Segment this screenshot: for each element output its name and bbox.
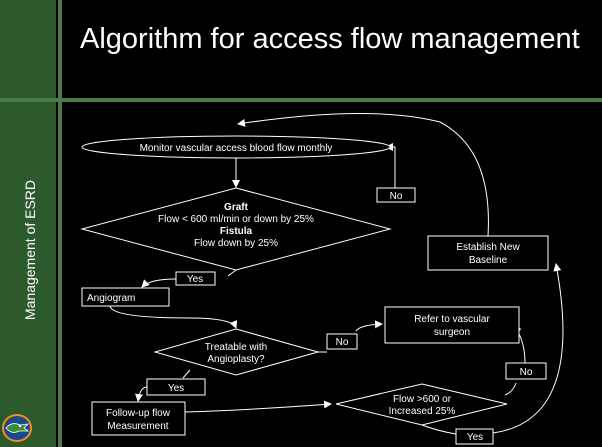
flow-text-1: Flow >600 or — [393, 394, 452, 405]
yes3-to-baseline-arrow — [492, 263, 564, 434]
followup-text-1: Follow-up flow — [106, 408, 171, 419]
baseline-to-monitor-arrow — [237, 112, 489, 237]
refer-node: Refer to vascular surgeon — [384, 306, 520, 344]
refer-text-1: Refer to vascular — [414, 314, 490, 325]
no-text-1: No — [390, 191, 403, 202]
yes-text-1: Yes — [187, 274, 203, 285]
yes-to-angiogram-arrow — [141, 278, 177, 288]
refer-text-2: surgeon — [434, 327, 470, 338]
no-label-3: No — [505, 362, 547, 380]
fistula-heading: Fistula — [220, 226, 253, 237]
fistula-text: Flow down by 25% — [194, 238, 278, 249]
angiogram-to-treatable-arrow — [109, 305, 238, 329]
no-label-2: No — [326, 333, 358, 350]
header-stripe — [0, 0, 56, 100]
side-stripe — [0, 102, 56, 447]
horizontal-divider — [0, 98, 602, 102]
no1-to-monitor-arrow — [385, 143, 396, 188]
followup-node: Follow-up flow Measurement — [91, 401, 186, 436]
yes-label-3: Yes — [455, 428, 494, 445]
slide-title: Algorithm for access flow management — [80, 23, 580, 55]
flow-text-2: Increased 25% — [389, 406, 456, 417]
angiogram-text: Angiogram — [87, 293, 135, 304]
flow-to-no3-line — [504, 382, 517, 396]
yes-text-2: Yes — [168, 383, 184, 394]
followup-to-flow-arrow — [184, 400, 332, 413]
decision-to-yes-line — [227, 269, 237, 277]
treatable-text-2: Angioplasty? — [207, 354, 265, 365]
treatable-text-1: Treatable with — [205, 342, 267, 353]
flow-to-yes3-line — [421, 424, 457, 435]
graft-fistula-decision: Graft Flow < 600 ml/min or down by 25% F… — [80, 187, 392, 271]
no-label-1: No — [376, 187, 416, 203]
baseline-node: Establish New Baseline — [427, 235, 549, 271]
graft-text: Flow < 600 ml/min or down by 25% — [158, 214, 314, 225]
angiogram-node: Angiogram — [81, 287, 170, 307]
baseline-text-1: Establish New — [456, 242, 520, 253]
baseline-text-2: Baseline — [469, 255, 508, 266]
vertical-divider — [58, 0, 62, 447]
no2-to-refer-arrow — [355, 320, 383, 332]
monitor-text: Monitor vascular access blood flow month… — [140, 143, 333, 154]
yes2-to-followup-arrow — [135, 386, 148, 402]
gator-logo-icon — [2, 414, 32, 442]
yes-text-3: Yes — [467, 432, 483, 443]
graft-heading: Graft — [224, 202, 249, 213]
yes-label-2: Yes — [146, 378, 206, 396]
monitor-node: Monitor vascular access blood flow month… — [81, 135, 391, 159]
no-text-3: No — [520, 367, 533, 378]
treatable-decision: Treatable with Angioplasty? — [153, 328, 320, 376]
treatable-to-yes2-line — [182, 369, 191, 379]
followup-text-2: Measurement — [107, 421, 168, 432]
no-text-2: No — [336, 337, 349, 348]
yes-label-1: Yes — [175, 271, 216, 286]
flow-decision: Flow >600 or Increased 25% — [335, 383, 508, 426]
